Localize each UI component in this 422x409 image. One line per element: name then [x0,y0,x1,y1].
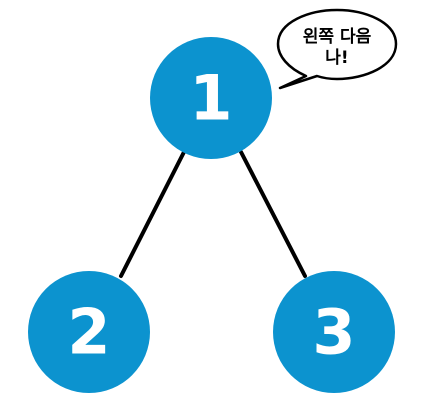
tree-node-left-circle [28,271,150,393]
speech-bubble-line1: 왼쪽 다음 [303,27,372,47]
tree-node-left-label: 2 [67,296,110,369]
tree-node-right: 3 [273,271,395,393]
tree-node-right-circle [273,271,395,393]
edge-root-right [239,150,307,278]
tree-node-right-label: 3 [312,296,355,369]
edge-root-left [119,150,186,278]
tree-node-root-circle [150,37,272,159]
tree-node-root: 1 [150,37,272,159]
tree-node-root-label: 1 [189,62,232,135]
speech-bubble-line2: 나! [325,48,348,68]
tree-node-left: 2 [28,271,150,393]
speech-bubble-shape [276,8,398,90]
speech-bubble: 왼쪽 다음 나! [276,8,398,90]
